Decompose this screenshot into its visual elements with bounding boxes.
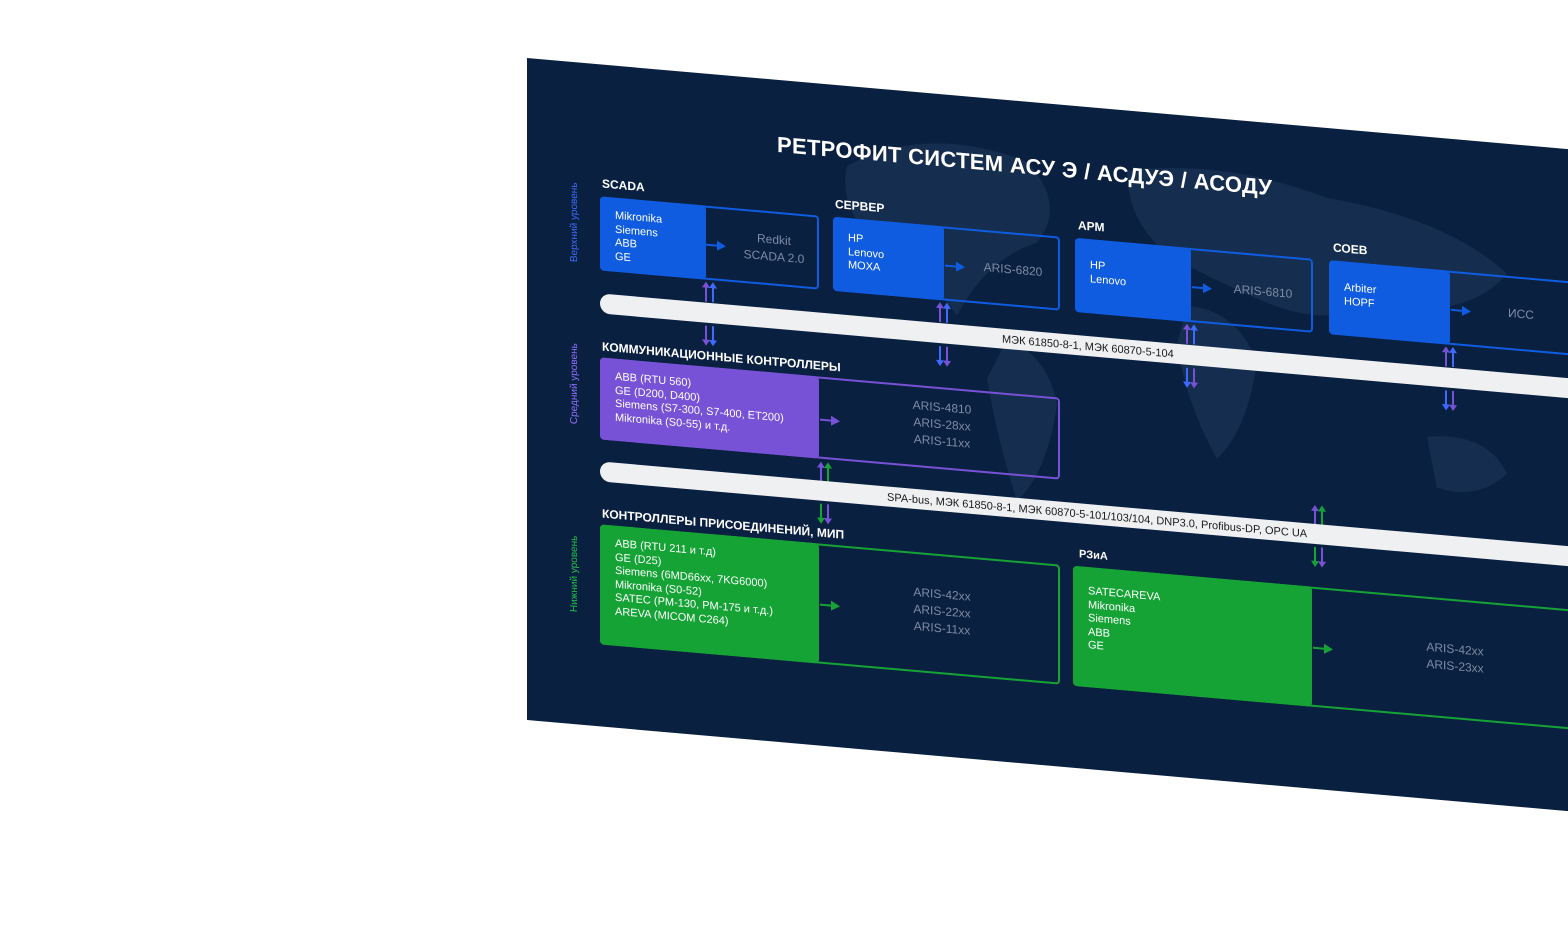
server-target: ARIS-6820 — [971, 258, 1055, 282]
bus-link-arrow-down — [1445, 390, 1447, 407]
rza-target: ARIS-42xx ARIS-23xx — [1405, 637, 1505, 680]
bus-link-arrow-up — [1193, 328, 1195, 345]
server-target-line: ARIS-6820 — [983, 259, 1043, 280]
soev-target-line: ИСС — [1508, 305, 1534, 323]
bus-link-arrow-down — [946, 346, 948, 363]
bus-link-arrow-down — [820, 503, 822, 520]
bus-link-arrow-down — [1321, 547, 1323, 564]
bus-link-arrow-up — [712, 286, 714, 303]
comm-vendors: ABB (RTU 560) GE (D200, D400) Siemens (S… — [600, 357, 819, 459]
arm-arrow — [1192, 286, 1210, 290]
bay-group: ABB (RTU 211 и т.д) GE (D25) Siemens (6M… — [600, 524, 1060, 685]
bus-link-arrow-down — [1314, 546, 1316, 564]
bus-link-arrow-up — [1452, 350, 1454, 368]
bus-link-arrow-down — [1186, 367, 1188, 384]
rza-arrow — [1313, 646, 1331, 651]
bus-link-arrow-down — [705, 325, 707, 342]
bus-link-arrow-up — [1321, 509, 1323, 526]
comm-arrow — [820, 418, 838, 423]
bus-link-arrow-up — [939, 306, 941, 323]
bay-arrow — [820, 603, 838, 608]
level-label-top: Верхний уровень — [569, 182, 580, 263]
level-label-middle: Средний уровень — [569, 342, 580, 425]
level-label-bottom: Нижний уровень — [569, 535, 580, 613]
arm-vendors: HP Lenovo — [1075, 237, 1191, 323]
bus-link-arrow-up — [1314, 508, 1316, 526]
bus-link-arrow-down — [712, 326, 714, 343]
bus-link-arrow-up — [1445, 350, 1447, 367]
rza-title: РЗиА — [1079, 548, 1108, 563]
diagram-slide: РЕТРОФИТ СИСТЕМ АСУ Э / АСДУЭ / АСОДУ Ве… — [527, 58, 1568, 812]
scada-title: SCADA — [602, 176, 645, 195]
arm-target: ARIS-6810 — [1219, 280, 1307, 305]
rza-group: SATECAREVA Mikronika Siemens ABB GE ARIS… — [1073, 565, 1568, 732]
scada-target: Redkit SCADA 2.0 — [734, 228, 814, 269]
comm-target: ARIS-4810 ARIS-28xx ARIS-11xx — [892, 395, 992, 455]
bus-link-arrow-up — [827, 466, 829, 483]
arm-title: АРМ — [1078, 218, 1105, 235]
soev-target: ИСС — [1481, 302, 1561, 326]
bus-link-arrow-down — [939, 346, 941, 363]
bus-link-arrow-down — [1193, 368, 1195, 385]
scada-group: Mikronika Siemens ABB GE Redkit SCADA 2.… — [600, 196, 819, 290]
soev-title: СОЕВ — [1333, 240, 1368, 258]
bus-link-arrow-down — [827, 504, 829, 521]
bus-link-arrow-up — [820, 465, 822, 482]
soev-vendors: Arbiter HOPF — [1329, 260, 1450, 345]
bay-vendors: ABB (RTU 211 и т.д) GE (D25) Siemens (6M… — [600, 524, 819, 664]
rza-vendors: SATECAREVA Mikronika Siemens ABB GE — [1073, 565, 1312, 707]
bus-link-arrow-down — [1452, 390, 1454, 408]
soev-arrow — [1451, 308, 1469, 313]
server-arrow — [945, 264, 963, 269]
bus-link-arrow-up — [946, 306, 948, 323]
server-vendors: HP Lenovo MOXA — [833, 216, 944, 301]
bus-link-arrow-up — [1186, 327, 1188, 344]
bay-target: ARIS-42xx ARIS-22xx ARIS-11xx — [892, 582, 992, 642]
scada-arrow — [706, 243, 724, 248]
arm-target-line: ARIS-6810 — [1233, 281, 1293, 301]
bus-link-arrow-up — [705, 285, 707, 302]
scada-vendors: Mikronika Siemens ABB GE — [600, 196, 706, 280]
